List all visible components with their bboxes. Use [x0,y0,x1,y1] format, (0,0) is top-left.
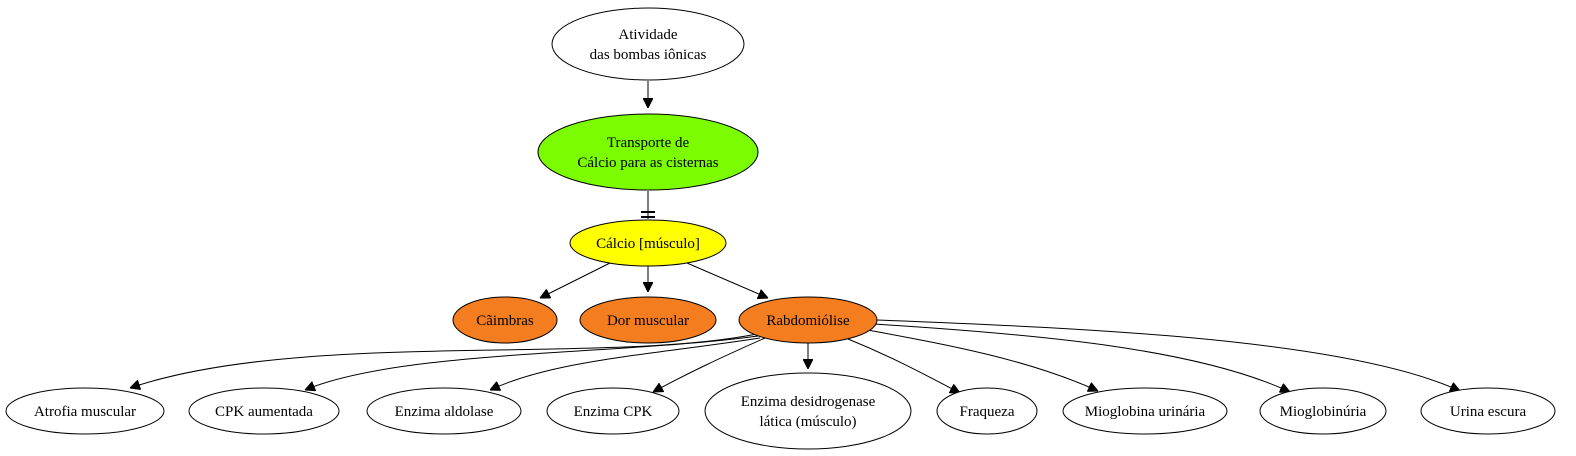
node-shape-fraqueza [936,387,1038,435]
node-label-caimbras: Cãimbras [476,313,534,329]
node-shape-enz_cpk [546,387,680,435]
node-mio_urin: Mioglobina urinária [1062,387,1228,435]
edge-calcio-to-caimbras [540,262,611,298]
node-shape-atividade [551,7,745,81]
node-shape-aldolase [366,387,522,435]
edge-rabdo-to-cpk_aum [305,335,759,390]
node-aldolase: Enzima aldolase [366,387,522,435]
node-calcio: Cálcio [músculo] [569,219,727,267]
node-shape-ldh [704,372,912,450]
node-label-mioglobinuria: Mioglobinúria [1280,404,1367,420]
node-label-ldh: Enzima desidrogenase [741,394,876,410]
node-shape-atrofia [5,387,165,435]
node-shape-caimbras [452,296,558,344]
node-label-mio_urin: Mioglobina urinária [1085,404,1206,420]
node-label-cpk_aum: CPK aumentada [215,404,313,420]
node-shape-mio_urin [1062,387,1228,435]
edge-rabdo-to-mio_urin [861,328,1098,391]
node-rabdo: Rabdomiólise [738,296,878,344]
edge-rabdo-to-enz_cpk [653,337,766,392]
node-label-fraqueza: Fraqueza [960,404,1015,420]
node-caimbras: Cãimbras [452,296,558,344]
node-shape-transporte [537,113,759,191]
node-label-atividade: das bombas iônicas [590,47,707,63]
node-fraqueza: Fraqueza [936,387,1038,435]
node-label-transporte: Transporte de [607,135,690,151]
node-ldh: Enzima desidrogenase lática (músculo) [704,372,912,450]
node-shape-mioglobinuria [1259,387,1387,435]
node-label-aldolase: Enzima aldolase [395,404,494,420]
node-atrofia: Atrofia muscular [5,387,165,435]
node-shape-rabdo [738,296,878,344]
node-shape-calcio [569,219,727,267]
node-atividade: Atividade das bombas iônicas [551,7,745,81]
node-urina: Urina escura [1420,387,1556,435]
node-label-transporte: Cálcio para as cisternas [577,155,718,171]
node-label-ldh: lática (músculo) [759,414,856,430]
edge-calcio-to-rabdo [686,262,768,298]
node-shape-urina [1420,387,1556,435]
node-enz_cpk: Enzima CPK [546,387,680,435]
node-label-atividade: Atividade [618,27,677,43]
node-label-calcio: Cálcio [músculo] [596,236,700,252]
node-label-urina: Urina escura [1450,404,1527,420]
node-shape-dor [579,296,717,344]
node-mioglobinuria: Mioglobinúria [1259,387,1387,435]
node-cpk_aum: CPK aumentada [188,387,340,435]
node-label-atrofia: Atrofia muscular [34,404,136,420]
node-dor: Dor muscular [579,296,717,344]
edge-rabdo-to-mioglobinuria [872,323,1290,392]
edge-rabdo-to-fraqueza [847,338,960,393]
edge-rabdo-to-urina [876,319,1460,391]
node-transporte: Transporte de Cálcio para as cisternas [537,113,759,191]
edge-rabdo-to-aldolase [490,337,761,390]
node-label-dor: Dor muscular [607,313,689,329]
node-shape-cpk_aum [188,387,340,435]
edges-layer [130,81,1460,393]
node-label-enz_cpk: Enzima CPK [574,404,653,420]
node-label-rabdo: Rabdomiólise [766,313,850,329]
